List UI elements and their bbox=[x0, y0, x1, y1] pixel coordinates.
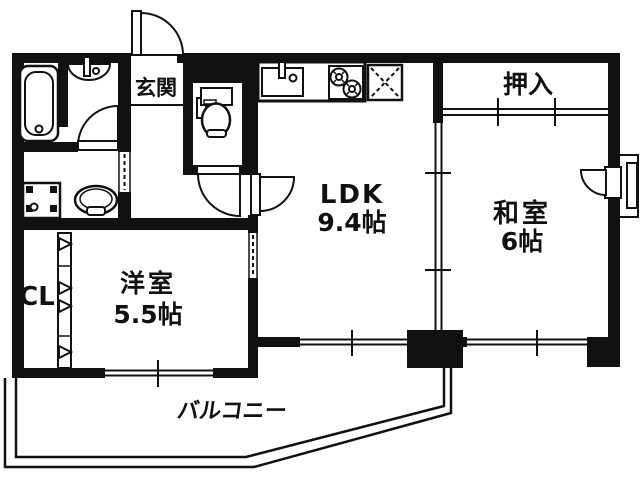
sliding-window-icon bbox=[300, 330, 407, 356]
bifold-closet-door-icon bbox=[57, 232, 74, 369]
hinged-door-icon bbox=[250, 173, 296, 216]
doors bbox=[76, 10, 639, 218]
sliding-partition-icon bbox=[425, 123, 451, 330]
washitsu-size-label: 6帖 bbox=[501, 227, 543, 256]
toilet-icon bbox=[196, 87, 233, 138]
hinged-door-icon bbox=[76, 104, 119, 151]
genkan-label: 玄関 bbox=[135, 76, 177, 100]
balcony-fence-icon bbox=[3, 368, 453, 469]
sliding-door-icon bbox=[443, 98, 608, 126]
balcony-label: バルコニー bbox=[175, 398, 288, 424]
entrance-opening bbox=[131, 53, 177, 63]
ldk-size-label: 9.4帖 bbox=[317, 208, 386, 237]
room-labels: 玄関 押入 LDK 9.4帖 和室 6帖 洋室 5.5帖 CL バルコニー bbox=[19, 70, 553, 424]
hinged-door-icon bbox=[196, 165, 241, 218]
washing-machine-pan-icon bbox=[21, 181, 62, 220]
entrance-door-icon bbox=[131, 10, 185, 56]
ldk-label: LDK bbox=[320, 180, 384, 210]
bathtub-icon bbox=[18, 64, 60, 143]
gas-stove-icon bbox=[328, 65, 364, 100]
accordion-door-icon bbox=[248, 233, 258, 278]
fixtures bbox=[18, 56, 404, 220]
yoshitsu-label: 洋室 bbox=[120, 269, 176, 298]
accordion-door-icon bbox=[118, 152, 131, 192]
oshiire-label: 押入 bbox=[503, 70, 553, 99]
washbasin-icon bbox=[66, 56, 112, 81]
closet-label: CL bbox=[19, 282, 55, 312]
sliding-window-icon bbox=[467, 330, 587, 356]
sliding-window-icon bbox=[105, 360, 213, 387]
openings bbox=[57, 53, 608, 387]
yoshitsu-size-label: 5.5帖 bbox=[113, 300, 182, 329]
washitsu-label: 和室 bbox=[493, 198, 551, 229]
vanity-sink-icon bbox=[73, 184, 119, 216]
hinged-door-icon bbox=[579, 154, 639, 218]
refrigerator-space-icon bbox=[366, 63, 404, 102]
